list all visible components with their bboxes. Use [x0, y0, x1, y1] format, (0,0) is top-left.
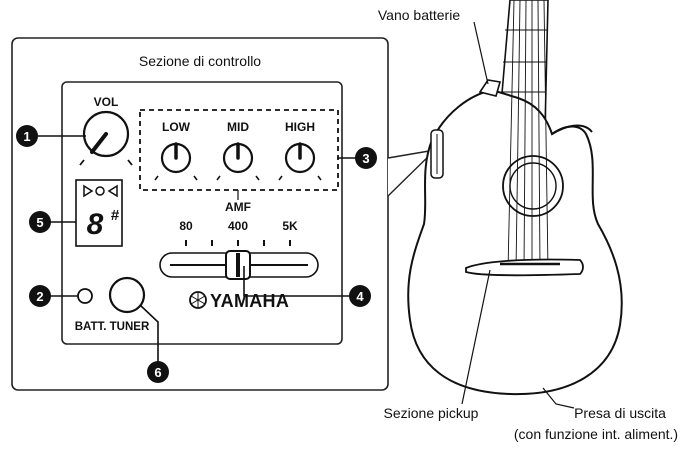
marker-4: 4	[349, 285, 371, 307]
svg-text:2: 2	[36, 289, 43, 304]
amf-scale-ticks	[185, 240, 291, 246]
amf-slider[interactable]	[159, 250, 319, 280]
guitar-illustration	[407, 0, 623, 396]
freq-5k-label: 5K	[282, 219, 298, 233]
in-tune-indicator-icon	[95, 186, 105, 196]
output-jack-label: Presa di uscita	[574, 405, 666, 421]
batt-tuner-label: BATT. TUNER	[75, 321, 150, 333]
freq-80-label: 80	[179, 219, 193, 233]
marker-3: 3	[355, 147, 377, 169]
tuner-display: 8 #	[75, 179, 123, 247]
amf-label: AMF	[225, 200, 251, 214]
sharp-indicator-icon	[107, 184, 118, 198]
svg-text:1: 1	[23, 129, 30, 144]
volume-knob[interactable]	[79, 110, 133, 166]
marker-1: 1	[16, 125, 38, 147]
svg-text:3: 3	[362, 151, 369, 166]
brand-name: YAMAHA	[210, 291, 289, 311]
battery-led-indicator	[77, 288, 93, 304]
tuner-note-digit: 8	[87, 208, 104, 241]
svg-text:4: 4	[356, 289, 364, 304]
vol-label: VOL	[94, 95, 119, 109]
panel-title: Sezione di controllo	[139, 53, 261, 69]
pickup-label: Sezione pickup	[384, 405, 479, 421]
low-label: LOW	[162, 120, 191, 134]
tuner-button[interactable]	[108, 276, 146, 314]
battery-box-label: Vano batterie	[378, 7, 460, 23]
svg-text:6: 6	[154, 365, 161, 380]
high-eq-knob[interactable]	[278, 142, 322, 181]
eq-section-box	[139, 109, 339, 191]
mid-label: MID	[227, 120, 249, 134]
marker-6: 6	[147, 361, 169, 383]
battery-box	[478, 79, 502, 97]
tuner-sharp-symbol: #	[111, 207, 120, 224]
output-jack-note: (con funzione int. aliment.)	[514, 426, 678, 442]
marker-5: 5	[29, 211, 51, 233]
svg-text:5: 5	[36, 215, 43, 230]
guitar-callout-leaders	[461, 21, 575, 409]
low-eq-knob[interactable]	[154, 142, 198, 181]
marker-2: 2	[29, 285, 51, 307]
guitar-body	[407, 88, 623, 396]
high-label: HIGH	[285, 120, 315, 134]
flat-indicator-icon	[83, 184, 94, 198]
freq-400-label: 400	[228, 219, 248, 233]
mid-eq-knob[interactable]	[216, 142, 260, 181]
callout-leaders	[34, 135, 356, 362]
